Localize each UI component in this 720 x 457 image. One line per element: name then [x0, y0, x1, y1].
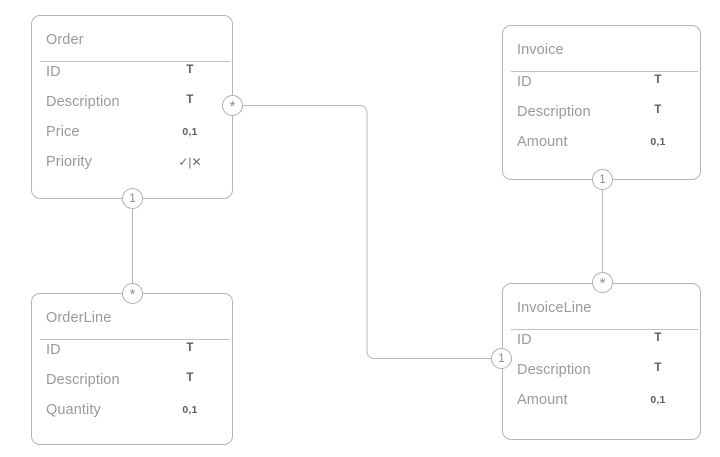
- attribute-type-number-icon: 0,1: [650, 136, 666, 148]
- entity-order-divider: [40, 61, 230, 62]
- attribute-row[interactable]: ID T: [503, 74, 700, 94]
- attribute-type-text-icon: T: [186, 342, 194, 354]
- entity-invoiceline-title: InvoiceLine: [517, 300, 592, 316]
- attribute-type-text-icon: T: [186, 372, 194, 384]
- attribute-name: Amount: [517, 134, 568, 150]
- attribute-name: ID: [517, 332, 532, 348]
- attribute-row[interactable]: Amount 0,1: [503, 134, 700, 154]
- attribute-type-number-icon: 0,1: [650, 394, 666, 406]
- attribute-row[interactable]: Amount 0,1: [503, 392, 700, 412]
- cardinality-badge-invoiceline-top[interactable]: *: [592, 272, 613, 293]
- cardinality-badge-invoiceline-left[interactable]: 1: [491, 348, 512, 369]
- cardinality-badge-order-right[interactable]: *: [222, 95, 243, 116]
- entity-order[interactable]: Order ID T Description T Price 0,1 Prior…: [31, 15, 233, 199]
- attribute-name: Description: [46, 94, 120, 110]
- attribute-row[interactable]: Description T: [32, 94, 232, 114]
- attribute-row[interactable]: ID T: [32, 64, 232, 84]
- cardinality-badge-invoice-bottom[interactable]: 1: [592, 169, 613, 190]
- attribute-row[interactable]: Description T: [32, 372, 232, 392]
- attribute-name: Quantity: [46, 402, 101, 418]
- attribute-name: Price: [46, 124, 80, 140]
- attribute-type-text-icon: T: [186, 94, 194, 106]
- edge-order-invoiceline: [233, 105, 502, 359]
- attribute-type-text-icon: T: [654, 332, 662, 344]
- entity-order-title: Order: [46, 32, 84, 48]
- entity-orderline-title: OrderLine: [46, 310, 112, 326]
- attribute-name: Amount: [517, 392, 568, 408]
- attribute-type-boolean-icon: ✓|✕: [178, 155, 202, 169]
- attribute-row[interactable]: Quantity 0,1: [32, 402, 232, 422]
- attribute-row[interactable]: Price 0,1: [32, 124, 232, 144]
- attribute-name: ID: [46, 64, 61, 80]
- entity-invoice-divider: [511, 71, 698, 72]
- entity-orderline-divider: [40, 339, 230, 340]
- entity-invoice[interactable]: Invoice ID T Description T Amount 0,1: [502, 25, 701, 180]
- attribute-row[interactable]: ID T: [32, 342, 232, 362]
- attribute-type-text-icon: T: [654, 74, 662, 86]
- attribute-type-number-icon: 0,1: [182, 126, 198, 138]
- entity-orderline[interactable]: OrderLine ID T Description T Quantity 0,…: [31, 293, 233, 445]
- attribute-row[interactable]: ID T: [503, 332, 700, 352]
- attribute-name: Priority: [46, 154, 92, 170]
- attribute-name: Description: [517, 104, 591, 120]
- attribute-type-number-icon: 0,1: [182, 404, 198, 416]
- attribute-name: Description: [46, 372, 120, 388]
- attribute-name: ID: [517, 74, 532, 90]
- attribute-name: ID: [46, 342, 61, 358]
- cardinality-badge-orderline-top[interactable]: *: [122, 283, 143, 304]
- attribute-name: Description: [517, 362, 591, 378]
- attribute-type-text-icon: T: [654, 104, 662, 116]
- attribute-row[interactable]: Priority ✓|✕: [32, 154, 232, 174]
- cardinality-badge-order-bottom[interactable]: 1: [122, 188, 143, 209]
- entity-invoice-title: Invoice: [517, 42, 564, 58]
- entity-invoiceline[interactable]: InvoiceLine ID T Description T Amount 0,…: [502, 283, 701, 440]
- attribute-type-text-icon: T: [186, 64, 194, 76]
- entity-invoiceline-divider: [511, 329, 698, 330]
- attribute-type-text-icon: T: [654, 362, 662, 374]
- attribute-row[interactable]: Description T: [503, 362, 700, 382]
- attribute-row[interactable]: Description T: [503, 104, 700, 124]
